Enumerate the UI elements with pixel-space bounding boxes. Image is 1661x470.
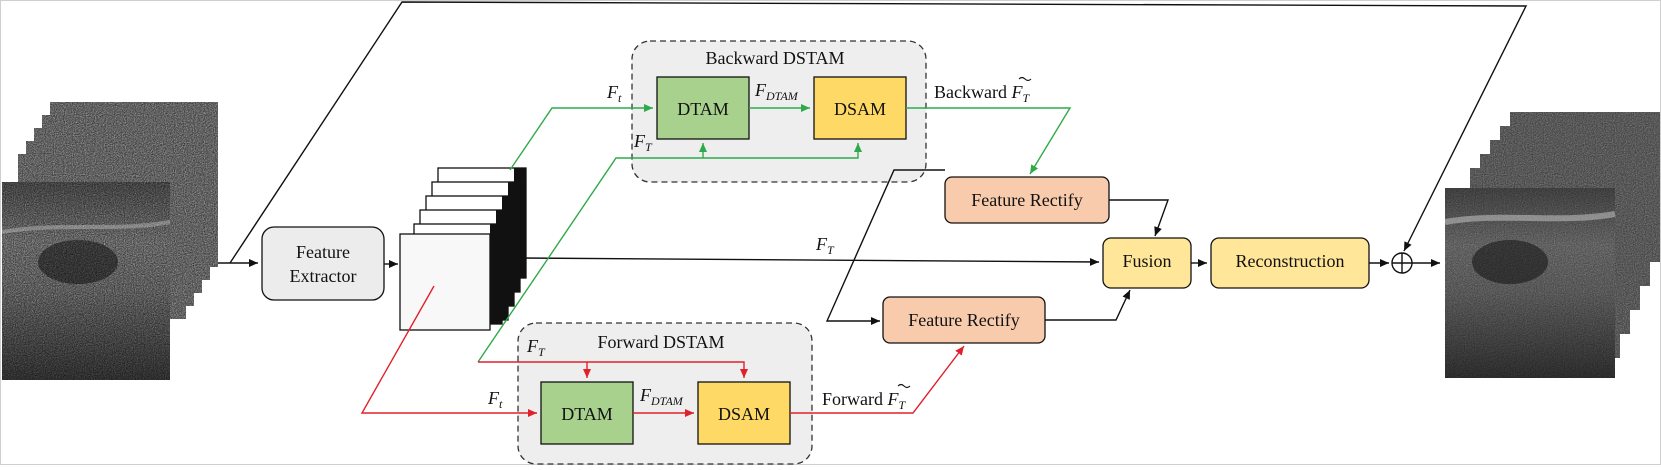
- fusion-label: Fusion: [1122, 251, 1171, 271]
- backward-dsam-label: DSAM: [834, 99, 886, 119]
- label-forward-fdtam: FDTAM: [639, 385, 684, 408]
- forward-dstam-group: Forward DSTAM DTAM DSAM: [517, 322, 813, 465]
- edge-features-to-fusion: [519, 257, 1100, 266]
- backward-dtam-box: [656, 76, 750, 140]
- backward-dstam-title: Backward DSTAM: [705, 48, 844, 68]
- label-forward-output: Forward FT: [822, 389, 907, 412]
- edge-fT-to-backward-dsam: [477, 143, 862, 363]
- edge-rectify-top-to-fusion: [1109, 199, 1169, 237]
- tilde-backward: [1018, 76, 1032, 82]
- input-ultrasound-stack: [1, 102, 218, 380]
- label-backward-output: Backward FT: [934, 82, 1030, 105]
- tilde-forward: [897, 383, 911, 389]
- feature-extractor-label-2: Extractor: [290, 266, 357, 286]
- edge-backward-output-to-rectify: [906, 107, 1072, 175]
- forward-dtam-label: DTAM: [561, 404, 613, 424]
- forward-dsam-box: [697, 381, 791, 445]
- label-forward-fT: FT: [526, 336, 546, 359]
- edge-cross-to-rectify-bottom: [825, 169, 945, 325]
- forward-dstam-title: Forward DSTAM: [597, 332, 724, 352]
- backward-dtam-label: DTAM: [677, 99, 729, 119]
- edge-ft-to-backward-dtam: [509, 104, 653, 171]
- green-connectors: [477, 104, 1072, 363]
- edge-skip-connection: [229, 1, 1528, 264]
- feature-extractor-node: Feature Extractor: [261, 226, 385, 301]
- feature-rectify-bottom-label: Feature Rectify: [908, 310, 1019, 330]
- feature-rectify-bottom-node: Feature Rectify: [882, 296, 1046, 344]
- backward-dsam-box: [813, 76, 907, 140]
- reconstruction-label: Reconstruction: [1236, 251, 1345, 271]
- red-connectors: [360, 285, 965, 417]
- reconstruction-node: Reconstruction: [1210, 237, 1370, 289]
- sum-node: [1391, 252, 1413, 274]
- label-middle-fT: FT: [815, 234, 835, 257]
- backward-dstam-group: Backward DSTAM DTAM DSAM: [631, 40, 927, 183]
- feature-extractor-box: [261, 226, 385, 301]
- label-backward-ft: Ft: [606, 82, 622, 105]
- feature-volume-front: [399, 233, 491, 331]
- forward-dtam-box: [540, 381, 634, 445]
- fusion-node: Fusion: [1102, 237, 1192, 289]
- edge-labels: Ft FT FDTAM Backward FT FT FT Ft FDTAM F…: [487, 76, 1032, 412]
- edge-fT-to-forward-dsam: [478, 361, 748, 378]
- feature-rectify-top-node: Feature Rectify: [944, 176, 1110, 224]
- feature-extractor-label-1: Feature: [296, 242, 350, 262]
- forward-dsam-label: DSAM: [718, 404, 770, 424]
- edge-forward-output-to-rectify: [790, 345, 965, 414]
- input-frame-front: [1, 182, 171, 380]
- label-forward-output-f: F: [887, 389, 900, 409]
- output-ultrasound-stack: [1444, 112, 1660, 378]
- label-forward-ft: Ft: [487, 388, 503, 411]
- output-frame-front: [1444, 188, 1616, 378]
- label-backward-fT: FT: [633, 131, 653, 154]
- label-backward-output-f: F: [1010, 82, 1023, 102]
- feature-rectify-top-label: Feature Rectify: [971, 190, 1082, 210]
- label-backward-fdtam: FDTAM: [754, 80, 799, 103]
- edge-rectify-bottom-to-fusion: [1045, 289, 1131, 321]
- feature-volume-stack: [399, 167, 527, 331]
- edge-ft-to-forward-dtam: [360, 285, 537, 417]
- black-connectors: [218, 1, 1528, 325]
